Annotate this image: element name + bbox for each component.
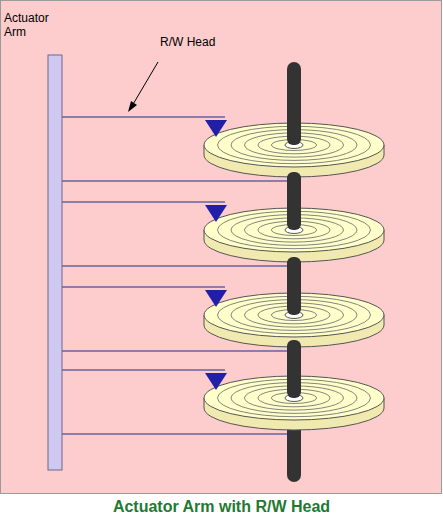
upper-arm [62, 287, 225, 288]
lower-arm [62, 351, 290, 352]
leader-arrowhead [128, 101, 137, 112]
spindle-segment [287, 340, 301, 398]
upper-arm [62, 370, 225, 371]
caption: Actuator Arm with R/W Head [0, 497, 443, 517]
spindle-segment [287, 257, 301, 315]
upper-arm [62, 202, 225, 203]
part-label: Actuator Arm [4, 11, 58, 39]
platters [204, 87, 384, 430]
callout-label: R/W Head [160, 35, 240, 49]
rw-head [205, 373, 227, 390]
platter [204, 172, 384, 262]
platter [204, 257, 384, 347]
rw-head [205, 290, 227, 307]
background-panel [1, 1, 442, 494]
leader-line [132, 62, 158, 106]
lower-arm [62, 181, 290, 182]
platter [204, 87, 384, 177]
spindle-segment [287, 172, 301, 230]
lower-arm [62, 266, 290, 267]
upper-arm [62, 117, 225, 118]
rw-head [205, 120, 227, 137]
lower-arm [62, 434, 290, 435]
actuator-arm [48, 55, 62, 470]
platter [204, 340, 384, 430]
rw-head [205, 205, 227, 222]
rw-heads [205, 120, 227, 390]
spindle-segment [287, 87, 301, 145]
